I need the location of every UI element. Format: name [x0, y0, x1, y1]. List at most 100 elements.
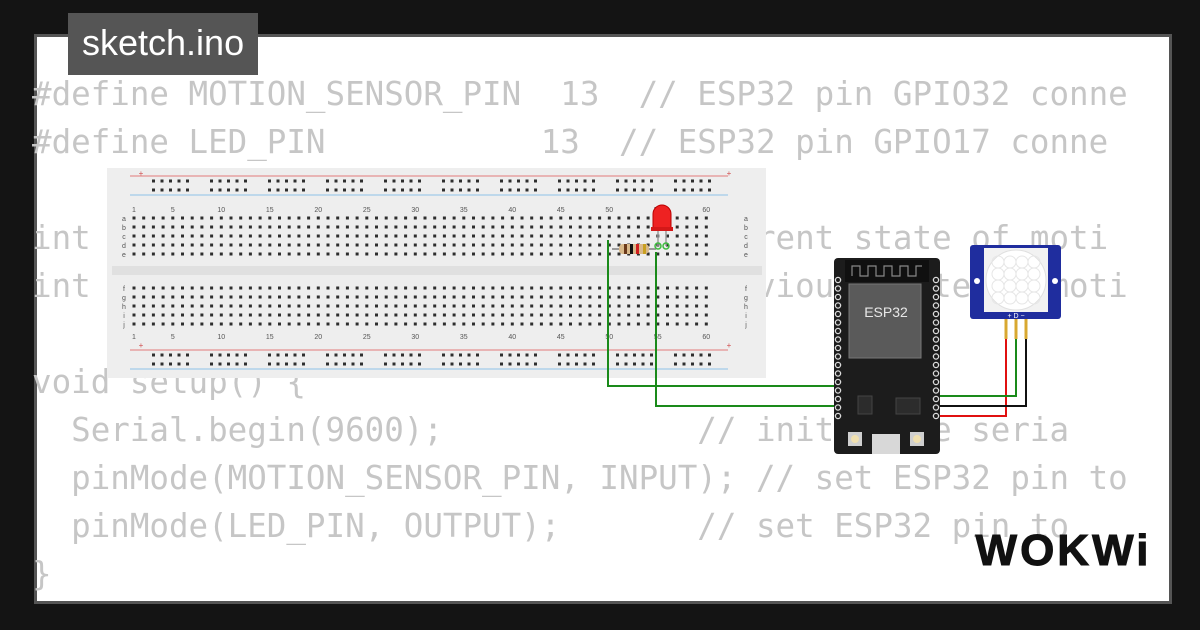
breadboard-hole	[539, 225, 543, 229]
breadboard-hole	[239, 322, 243, 326]
breadboard-hole	[307, 243, 311, 247]
rail-hole	[160, 362, 164, 366]
breadboard-hole	[472, 304, 475, 308]
breadboard-hole	[326, 295, 330, 299]
esp32-pin	[932, 361, 940, 369]
breadboard-hole	[627, 295, 631, 299]
row-label: i	[123, 313, 125, 320]
rail-hole	[418, 353, 421, 357]
esp32-module	[848, 283, 922, 359]
breadboard-hole	[132, 225, 136, 229]
breadboard-hole	[598, 313, 602, 317]
breadboard-hole	[520, 234, 524, 238]
row-label: d	[122, 243, 126, 250]
breadboard-hole	[316, 243, 320, 247]
breadboard-hole	[549, 286, 553, 290]
row-label: b	[122, 225, 126, 232]
breadboard-hole	[549, 243, 553, 247]
esp32-pin	[834, 404, 842, 411]
breadboard-hole	[239, 295, 243, 299]
breadboard-hole	[413, 313, 417, 317]
breadboard-hole	[142, 322, 146, 326]
breadboard-hole	[384, 216, 388, 220]
breadboard-hole	[578, 304, 582, 308]
rail-hole	[186, 353, 189, 357]
row-label: b	[744, 225, 748, 232]
breadboard-hole	[151, 243, 155, 247]
row-label: j	[744, 322, 747, 329]
rail-hole	[210, 188, 213, 192]
rail-hole	[691, 362, 694, 366]
rail-hole	[326, 353, 329, 357]
breadboard-hole	[569, 234, 572, 238]
breadboard-hole	[181, 286, 184, 290]
rail-hole	[360, 362, 363, 366]
rail-hole	[418, 179, 421, 183]
breadboard-hole	[569, 286, 572, 290]
rail-hole	[326, 188, 329, 192]
breadboard-hole	[151, 216, 155, 220]
breadboard-hole	[442, 295, 446, 299]
breadboard-hole	[307, 252, 311, 256]
rail-hole	[641, 362, 645, 366]
breadboard-hole	[278, 295, 281, 299]
breadboard-hole	[656, 286, 660, 290]
esp32-pin	[834, 293, 842, 301]
breadboard-hole	[501, 313, 505, 317]
breadboard-hole	[462, 225, 466, 229]
rail-hole	[450, 179, 454, 183]
esp32-pin	[932, 302, 940, 309]
column-label: 5	[171, 207, 175, 214]
resistor-band	[643, 244, 646, 254]
rail-hole	[633, 179, 636, 183]
rail-hole	[384, 179, 387, 183]
breadboard-hole	[578, 322, 582, 326]
led-rim	[651, 227, 673, 231]
breadboard-hole	[200, 243, 204, 247]
breadboard-hole	[404, 252, 408, 256]
breadboard-hole	[161, 252, 165, 256]
breadboard-hole	[297, 243, 301, 247]
esp32-usb-port	[872, 434, 900, 454]
breadboard-hole	[394, 322, 398, 326]
breadboard-hole	[636, 216, 640, 220]
breadboard-hole	[248, 322, 252, 326]
rail-hole	[401, 179, 404, 183]
rail-hole	[691, 179, 694, 183]
rail-hole	[450, 188, 454, 192]
breadboard-hole	[530, 225, 534, 229]
breadboard-hole	[326, 304, 330, 308]
breadboard-hole	[365, 243, 369, 247]
column-label: 20	[314, 334, 322, 341]
breadboard-hole	[442, 313, 446, 317]
breadboard-hole	[171, 216, 175, 220]
breadboard-hole	[365, 252, 369, 256]
breadboard-hole	[646, 216, 650, 220]
rail-hole	[558, 362, 561, 366]
breadboard-hole	[510, 216, 514, 220]
breadboard-hole	[539, 216, 543, 220]
breadboard-hole	[666, 295, 669, 299]
pir-sensor: + D −	[970, 245, 1061, 339]
led-pin-marker	[654, 242, 662, 250]
breadboard-hole	[268, 252, 272, 256]
row-label: g	[122, 295, 126, 302]
breadboard-hole	[384, 286, 388, 290]
breadboard-hole	[530, 322, 534, 326]
rail-hole	[360, 353, 363, 357]
rail-hole	[708, 362, 711, 366]
breadboard-hole	[404, 234, 408, 238]
breadboard-hole	[258, 304, 262, 308]
breadboard-hole	[539, 234, 543, 238]
rail-hole	[293, 353, 297, 357]
breadboard-hole	[704, 286, 708, 290]
breadboard-hole	[442, 286, 446, 290]
breadboard-hole	[258, 243, 262, 247]
breadboard-hole	[258, 252, 262, 256]
breadboard-hole	[268, 286, 272, 290]
breadboard-hole	[297, 252, 301, 256]
breadboard-hole	[520, 295, 524, 299]
breadboard-hole	[598, 234, 602, 238]
breadboard-hole	[248, 225, 252, 229]
breadboard-hole	[229, 295, 233, 299]
